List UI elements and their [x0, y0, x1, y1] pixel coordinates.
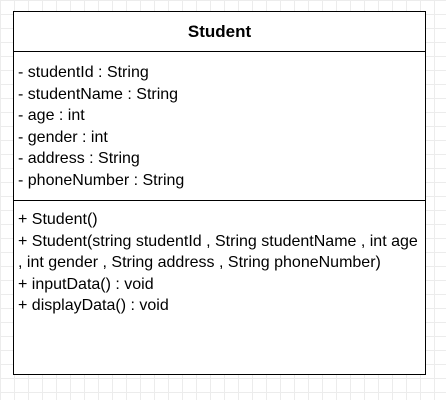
- attribute-phone-number: - phoneNumber : String: [18, 171, 185, 189]
- attribute-student-name: - studentName : String: [18, 85, 179, 103]
- attribute-student-id: - studentId : String: [18, 64, 149, 81]
- attribute-address: - address : String: [18, 150, 140, 168]
- attributes-compartment: - studentId : String - studentName : Str…: [14, 52, 425, 201]
- method-display-data: + displayData() : void: [18, 297, 169, 315]
- method-full-constructor: + Student(string studentId , String stud…: [18, 232, 423, 272]
- method-default-constructor: + Student(): [18, 211, 98, 228]
- attribute-age: - age : int: [18, 107, 85, 125]
- student-class-box[interactable]: Student - studentId : String - studentNa…: [13, 11, 426, 375]
- methods-compartment: + Student() + Student(string studentId ,…: [14, 201, 425, 374]
- class-name: Student: [14, 12, 425, 52]
- method-input-data: + inputData() : void: [18, 275, 154, 293]
- attribute-gender: - gender : int: [18, 128, 108, 146]
